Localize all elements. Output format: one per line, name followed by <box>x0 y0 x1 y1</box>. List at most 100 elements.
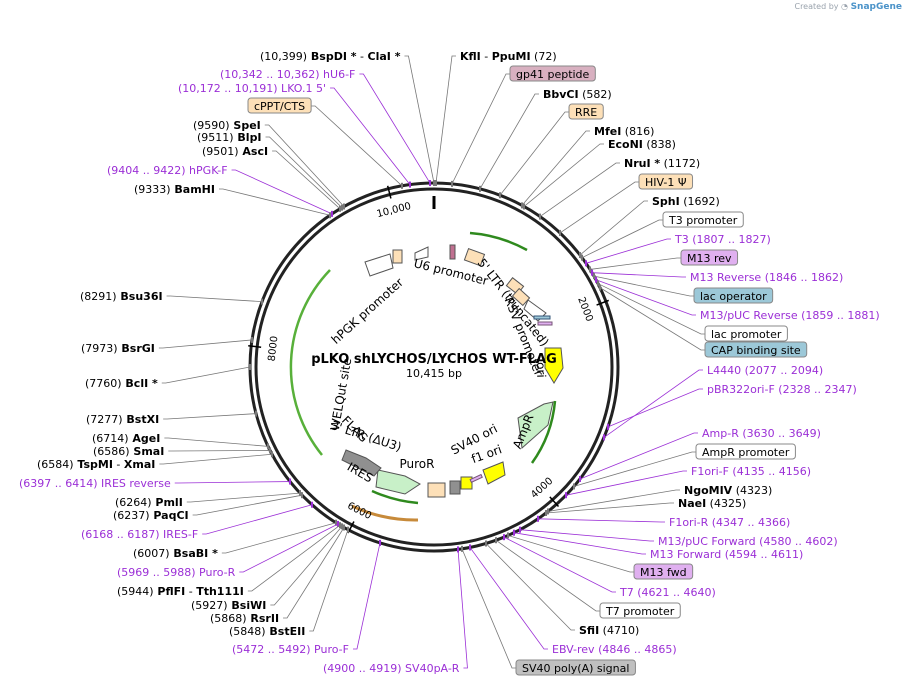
annotation-m13reverse[interactable]: M13 Reverse (1846 .. 1862) <box>690 271 843 284</box>
annotation-agei[interactable]: (6714) AgeI <box>92 432 160 445</box>
annotation-purof[interactable]: (5472 .. 5492) Puro-F <box>232 643 349 656</box>
pmli-pos-0: (6264) <box>115 496 152 509</box>
m13pucf-primer-0: M13/pUC Forward <box>658 535 756 548</box>
annotation-m13puc[interactable]: M13/pUC Reverse (1859 .. 1881) <box>700 309 880 322</box>
annotation-puror[interactable]: (5969 .. 5988) Puro-R <box>117 566 236 579</box>
annotation-sv40polya[interactable]: SV40 poly(A) signal <box>515 659 636 676</box>
annotation-blpi[interactable]: (9511) BlpI <box>197 131 262 144</box>
hpgk-arc <box>289 269 331 456</box>
annotation-m13rev[interactable]: M13 rev <box>680 249 739 266</box>
annotation-pflfi[interactable]: (5944) PflFI - Tth111I <box>117 585 244 598</box>
inner-label-3: ori <box>534 362 549 378</box>
annotation-ampprom[interactable]: AmpR promoter <box>695 443 796 460</box>
plasmid-title: pLKO shLYCHOS/LYCHOS WT-FLAG <box>311 352 557 367</box>
feature-box-ampprom <box>695 443 796 460</box>
annotation-f1orir[interactable]: F1ori-R (4347 .. 4366) <box>669 516 790 529</box>
pmli-site-1: PmlI <box>152 496 183 509</box>
annotation-econi[interactable]: EcoNI (838) <box>608 138 676 151</box>
m13puc-primer-0: M13/pUC Reverse <box>700 309 798 322</box>
annotation-nrui[interactable]: NruI * (1172) <box>624 157 700 170</box>
annotation-bstxi[interactable]: (7277) BstXI <box>86 413 159 426</box>
label-iresrev: (6397 .. 6414) IRES reverse <box>19 477 171 490</box>
m13pucf-primer-1: (4580 .. 4602) <box>756 535 838 548</box>
sv40ori-box <box>460 476 473 490</box>
label-ngomiv: NgoMIV (4323) <box>684 484 772 497</box>
annotation-ampr[interactable]: Amp-R (3630 .. 3649) <box>702 427 821 440</box>
annotation-spei[interactable]: (9590) SpeI <box>193 119 261 132</box>
spei-pos-0: (9590) <box>193 119 230 132</box>
leader-sv40par <box>457 549 468 669</box>
annotation-kfli[interactable]: KflI - PpuMI (72) <box>460 50 557 63</box>
annotation-t3prom[interactable]: T3 promoter <box>662 211 744 228</box>
annotation-iresrev[interactable]: (6397 .. 6414) IRES reverse <box>19 477 171 490</box>
annotation-m13pucf[interactable]: M13/pUC Forward (4580 .. 4602) <box>658 535 838 548</box>
annotation-pmli[interactable]: (6264) PmlI <box>115 496 183 509</box>
leader-bsabi <box>221 522 337 554</box>
leader-pmli <box>186 492 301 503</box>
annotation-sv40par[interactable]: (4900 .. 4919) SV40pA-R <box>323 662 460 675</box>
annotation-pbr322[interactable]: pBR322ori-F (2328 .. 2347) <box>707 383 857 396</box>
annotation-mfei[interactable]: MfeI (816) <box>594 125 654 138</box>
annotation-bspdi[interactable]: (10,399) BspDI * - ClaI * <box>260 50 401 63</box>
annotation-m13fwd_p[interactable]: M13 Forward (4594 .. 4611) <box>650 548 803 561</box>
plasmid-size: 10,415 bp <box>406 367 462 380</box>
annotation-gp41[interactable]: gp41 peptide <box>509 65 596 82</box>
annotation-hu6f[interactable]: (10,342 .. 10,362) hU6-F <box>220 68 355 81</box>
asci-site-1: AscI <box>239 145 269 158</box>
annotation-f1orif[interactable]: F1ori-F (4135 .. 4156) <box>691 465 811 478</box>
feature-box-m13fwd <box>633 563 694 580</box>
annotation-t7prom[interactable]: T7 promoter <box>599 602 681 619</box>
f1orir-primer-0: F1ori-R <box>669 516 709 529</box>
annotation-ebvrev[interactable]: EBV-rev (4846 .. 4865) <box>552 643 677 656</box>
label-rsrii: (5868) RsrII <box>210 612 279 625</box>
label-pbr322: pBR322ori-F (2328 .. 2347) <box>707 383 857 396</box>
annotation-naei[interactable]: NaeI (4325) <box>678 497 746 510</box>
annotation-bbvci[interactable]: BbvCI (582) <box>543 88 612 101</box>
annotation-rre[interactable]: RRE <box>568 103 604 120</box>
annotation-smai[interactable]: (6586) SmaI <box>93 445 164 458</box>
ruler-tick-label: 6000 <box>345 501 373 522</box>
annotation-cap[interactable]: CAP binding site <box>704 341 808 358</box>
leader-t3 <box>585 238 671 264</box>
annotation-l4440[interactable]: L4440 (2077 .. 2094) <box>707 364 823 377</box>
annotation-iresf[interactable]: (6168 .. 6187) IRES-F <box>81 528 198 541</box>
leader-bcli <box>161 366 251 384</box>
annotation-bsteii[interactable]: (5848) BstEII <box>229 625 305 638</box>
annotation-sphi[interactable]: SphI (1692) <box>652 195 720 208</box>
annotation-tspmi[interactable]: (6584) TspMI - XmaI <box>37 458 155 471</box>
annotation-bsu36i[interactable]: (8291) Bsu36I <box>80 290 163 303</box>
annotation-bsiwi[interactable]: (5927) BsiWI <box>191 599 266 612</box>
label-pflfi: (5944) PflFI - Tth111I <box>117 585 244 598</box>
feature-box-gp41 <box>509 65 596 82</box>
m13fwd-box <box>469 473 483 484</box>
puror-primer-0: (5969 .. 5988) <box>117 566 196 579</box>
annotation-rsrii[interactable]: (5868) RsrII <box>210 612 279 625</box>
annotation-hiv1[interactable]: HIV-1 Ψ <box>638 173 694 190</box>
u6-box <box>463 247 486 267</box>
annotation-lko1[interactable]: (10,172 .. 10,191) LKO.1 5' <box>178 82 326 95</box>
annotation-hpgkf[interactable]: (9404 .. 9422) hPGK-F <box>107 164 228 177</box>
annotation-lacprom[interactable]: lac promoter <box>704 325 788 342</box>
annotation-cppt[interactable]: cPPT/CTS <box>247 97 312 114</box>
hu6f-primer-1: hU6-F <box>320 68 356 81</box>
annotation-bcli[interactable]: (7760) BclI * <box>85 377 158 390</box>
tspmi-pos-2: - <box>113 458 124 471</box>
annotation-t3[interactable]: T3 (1807 .. 1827) <box>674 233 771 246</box>
label-bsabi: (6007) BsaBI * <box>133 547 218 560</box>
annotation-asci[interactable]: (9501) AscI <box>202 145 268 158</box>
pflfi-site-3: Tth111I <box>196 585 244 598</box>
annotation-bsrgi[interactable]: (7973) BsrGI <box>81 342 155 355</box>
feature-label-sv40polya: SV40 poly(A) signal <box>522 662 629 675</box>
annotation-ngomiv[interactable]: NgoMIV (4323) <box>684 484 772 497</box>
leader-m13reverse <box>591 272 686 278</box>
annotation-lacop[interactable]: lac operator <box>693 287 774 304</box>
annotation-bsabi[interactable]: (6007) BsaBI * <box>133 547 218 560</box>
annotation-bamhi[interactable]: (9333) BamHI <box>134 183 215 196</box>
annotation-sfii[interactable]: SfiI (4710) <box>579 624 639 637</box>
annotation-t7[interactable]: T7 (4621 .. 4640) <box>619 586 716 599</box>
annotation-m13fwd[interactable]: M13 fwd <box>633 563 694 580</box>
annotation-paqci[interactable]: (6237) PaqCI <box>113 509 189 522</box>
blpi-pos-0: (9511) <box>197 131 234 144</box>
label-f1orir: F1ori-R (4347 .. 4366) <box>669 516 790 529</box>
leader-agei <box>164 437 269 447</box>
